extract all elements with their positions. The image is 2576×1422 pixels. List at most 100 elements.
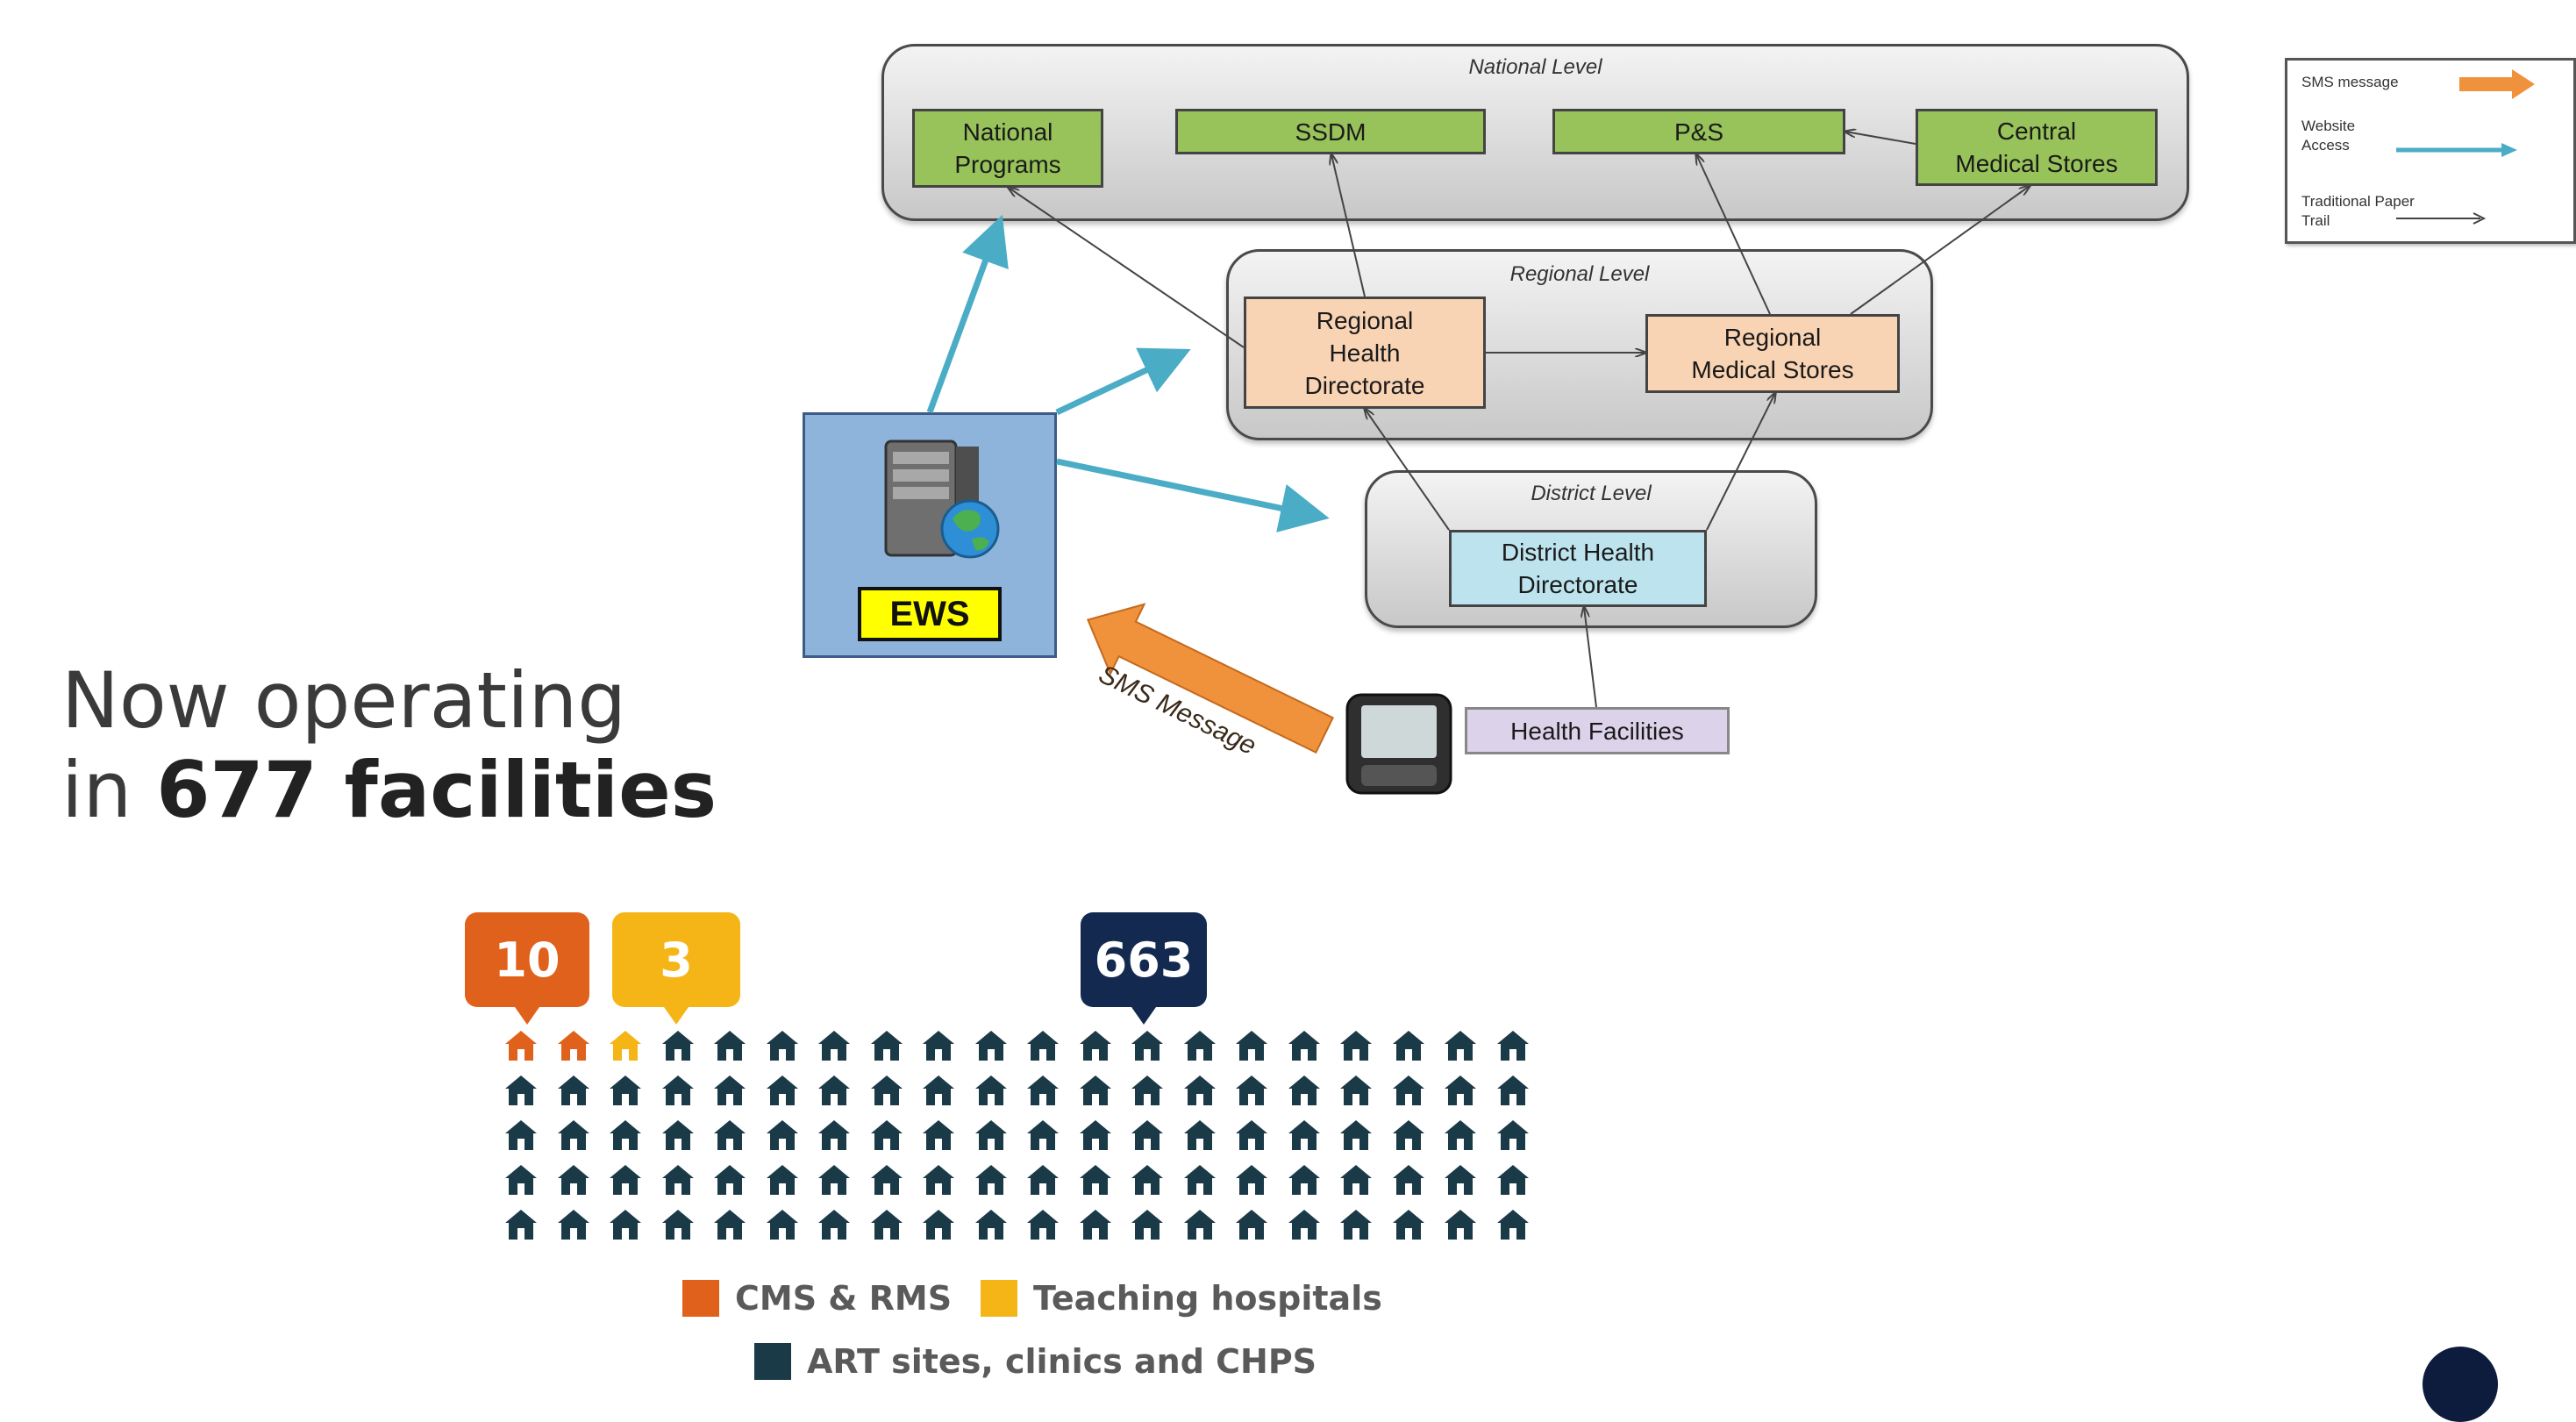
house-icon [1131, 1120, 1163, 1150]
legend-art: ART sites, clinics and CHPS [754, 1342, 1317, 1381]
house-icon [1496, 1120, 1529, 1150]
house-icon [505, 1210, 537, 1240]
house-icon [818, 1210, 850, 1240]
headline-prefix: Now operating in [61, 655, 627, 835]
corner-logo-mark [2423, 1347, 2498, 1422]
regional-level-title: Regional Level [1509, 262, 1650, 286]
house-icon [1445, 1165, 1476, 1195]
house-icon [974, 1031, 1007, 1061]
house-icon [923, 1120, 954, 1150]
house-icon [818, 1165, 850, 1195]
house-icon [923, 1031, 954, 1061]
house-icon [1445, 1120, 1476, 1150]
house-icon [610, 1165, 641, 1195]
house-icon [974, 1210, 1007, 1240]
house-icon [714, 1075, 746, 1105]
house-icon [1392, 1031, 1424, 1061]
house-icon [1131, 1165, 1163, 1195]
house-icon [1340, 1210, 1372, 1240]
house-icon [661, 1210, 694, 1240]
house-icon [766, 1120, 798, 1150]
house-icon [1079, 1031, 1111, 1061]
house-icon [505, 1165, 537, 1195]
count-bubble-cms: 10 [465, 912, 589, 1025]
house-icon [505, 1075, 537, 1105]
house-icon [505, 1120, 537, 1150]
house-icon [505, 1031, 537, 1061]
house-icon [1340, 1075, 1372, 1105]
house-icon [1183, 1120, 1216, 1150]
house-icon [1445, 1075, 1476, 1105]
house-icon [610, 1031, 641, 1061]
house-icon [870, 1075, 903, 1105]
house-icon [1496, 1031, 1529, 1061]
district-level-title: District Level [1531, 482, 1652, 505]
house-icon [766, 1031, 798, 1061]
house-icon [1183, 1031, 1216, 1061]
facilities-headline: Now operating in 677 facilities [61, 656, 717, 835]
legend-sms-arrow [2459, 69, 2535, 99]
house-icon [661, 1165, 694, 1195]
website-arrow-national [926, 214, 1009, 414]
house-icon [557, 1075, 589, 1105]
legend-art-label: ART sites, clinics and CHPS [807, 1342, 1317, 1381]
house-icon [1288, 1031, 1320, 1061]
house-icon [610, 1210, 641, 1240]
house-icon [870, 1120, 903, 1150]
house-icon [766, 1165, 798, 1195]
house-icon [557, 1165, 589, 1195]
house-icon [661, 1075, 694, 1105]
house-icon [1236, 1031, 1267, 1061]
diagram-legend: SMS message Website Access Traditional P… [2285, 58, 2576, 244]
district-health-directorate-node: District Health Directorate [1449, 530, 1707, 607]
count-bubble-art: 663 [1081, 912, 1207, 1025]
house-icon [1392, 1075, 1424, 1105]
legend-sms-label: SMS message [2301, 74, 2399, 90]
house-icon [557, 1031, 589, 1061]
house-icon [714, 1031, 746, 1061]
house-icon [1340, 1165, 1372, 1195]
house-icon [1340, 1031, 1372, 1061]
house-icon [610, 1075, 641, 1105]
house-icon [1288, 1075, 1320, 1105]
house-icon [1027, 1165, 1059, 1195]
sms-arrow [1087, 603, 1334, 754]
house-icon [870, 1165, 903, 1195]
house-icon [1236, 1165, 1267, 1195]
house-icon [1183, 1210, 1216, 1240]
website-arrow-district [1056, 458, 1330, 532]
paper-arrow-dhd-rhd [1365, 409, 1450, 531]
house-icon [1183, 1165, 1216, 1195]
house-icon [1236, 1075, 1267, 1105]
national-programs-node: National Programs [912, 109, 1103, 188]
house-icon [557, 1210, 589, 1240]
health-facilities-node: Health Facilities [1465, 707, 1730, 754]
headline-count: 677 facilities [156, 745, 717, 835]
central-medical-stores-node: Central Medical Stores [1916, 109, 2158, 186]
paper-arrow-cms-ps [1845, 132, 1916, 145]
house-icon [661, 1120, 694, 1150]
legend-paper-arrow [2396, 212, 2487, 225]
house-icon [557, 1120, 589, 1150]
house-icon [923, 1165, 954, 1195]
national-level-title: National Level [1468, 55, 1602, 79]
regional-medical-stores-node: Regional Medical Stores [1645, 314, 1900, 393]
legend-cms-rms: CMS & RMS [682, 1279, 952, 1318]
house-icon [870, 1210, 903, 1240]
paper-arrow-rhd-np [1009, 188, 1245, 348]
house-icon [1131, 1075, 1163, 1105]
paper-arrow-dhd-rms [1706, 393, 1775, 531]
house-icon [1183, 1075, 1216, 1105]
house-icon [1445, 1210, 1476, 1240]
ews-label: EWS [858, 587, 1002, 641]
house-icon [1392, 1165, 1424, 1195]
paper-arrow-rms-ps [1696, 154, 1771, 315]
paper-arrow-rms-cms [1850, 186, 2030, 315]
ews-server-box: EWS [803, 412, 1057, 658]
house-icon [974, 1165, 1007, 1195]
house-icon [1236, 1120, 1267, 1150]
house-icon [661, 1031, 694, 1061]
house-icon [1027, 1210, 1059, 1240]
house-icon [923, 1210, 954, 1240]
house-icon [1027, 1120, 1059, 1150]
